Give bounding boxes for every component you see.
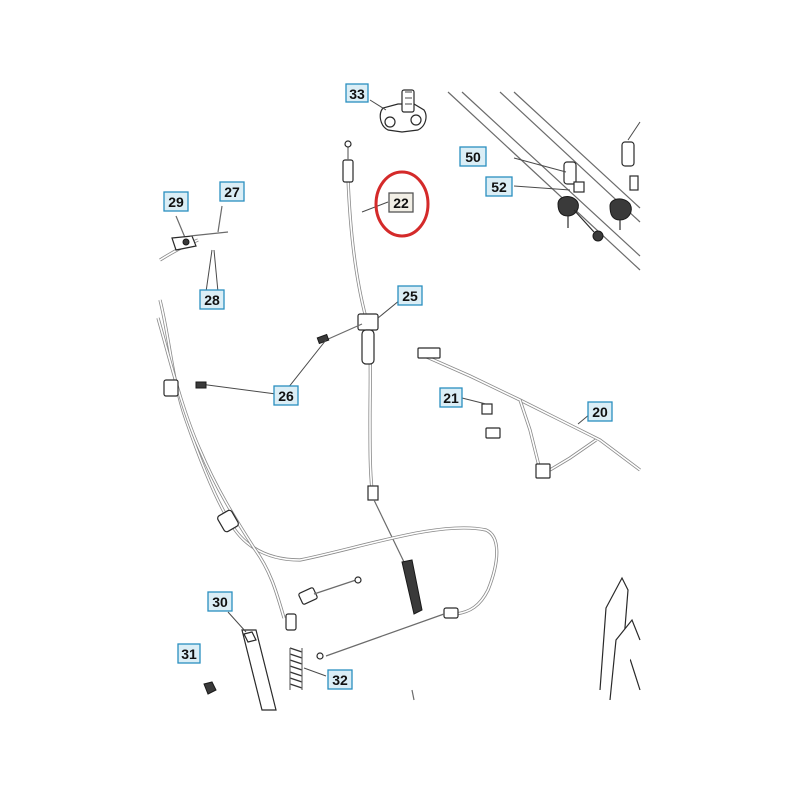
part-30-bar	[227, 611, 277, 711]
callout-28: 28	[199, 289, 225, 310]
part-52-bolt	[513, 175, 639, 242]
callout-22: 22	[388, 192, 414, 213]
lower-spring-assembly	[367, 485, 423, 615]
callout-28-label: 28	[204, 292, 220, 308]
callout-52-label: 52	[491, 179, 507, 195]
callout-32: 32	[327, 669, 353, 690]
part-32-spring	[289, 647, 327, 690]
part-25-bracket	[316, 299, 401, 365]
callout-33: 33	[345, 83, 369, 103]
callout-32-label: 32	[332, 672, 348, 688]
callout-30-label: 30	[212, 594, 228, 610]
callout-20-label: 20	[592, 404, 608, 420]
callout-29: 29	[163, 191, 189, 212]
callout-26: 26	[273, 385, 299, 406]
callout-50: 50	[459, 146, 487, 167]
callout-50-label: 50	[465, 149, 481, 165]
callout-31: 31	[177, 643, 201, 664]
highlight-circle	[374, 170, 430, 238]
part-20-harness	[417, 347, 641, 479]
part-26-fittings	[163, 339, 327, 397]
callout-29-label: 29	[168, 194, 184, 210]
callout-27: 27	[219, 181, 245, 202]
callout-21: 21	[439, 387, 463, 408]
callout-25-label: 25	[402, 288, 418, 304]
callout-27-label: 27	[224, 184, 240, 200]
callout-26-label: 26	[278, 388, 294, 404]
part-21-connector	[461, 397, 501, 439]
callout-20: 20	[587, 401, 613, 422]
part-31-nut	[203, 681, 217, 695]
parts-27-28-29-levers	[171, 205, 229, 293]
part-33-bracket	[369, 89, 427, 133]
part-50-pin	[513, 121, 641, 185]
callout-31-label: 31	[181, 646, 197, 662]
callout-25: 25	[397, 285, 423, 306]
callout-30: 30	[207, 591, 233, 612]
callout-33-label: 33	[349, 86, 365, 102]
callout-21-label: 21	[443, 390, 459, 406]
left-loop-cable	[156, 238, 499, 657]
frame-bottom-right	[411, 576, 641, 701]
frame-rails	[447, 91, 641, 271]
callout-22-label: 22	[393, 195, 409, 211]
callout-52: 52	[485, 176, 513, 197]
